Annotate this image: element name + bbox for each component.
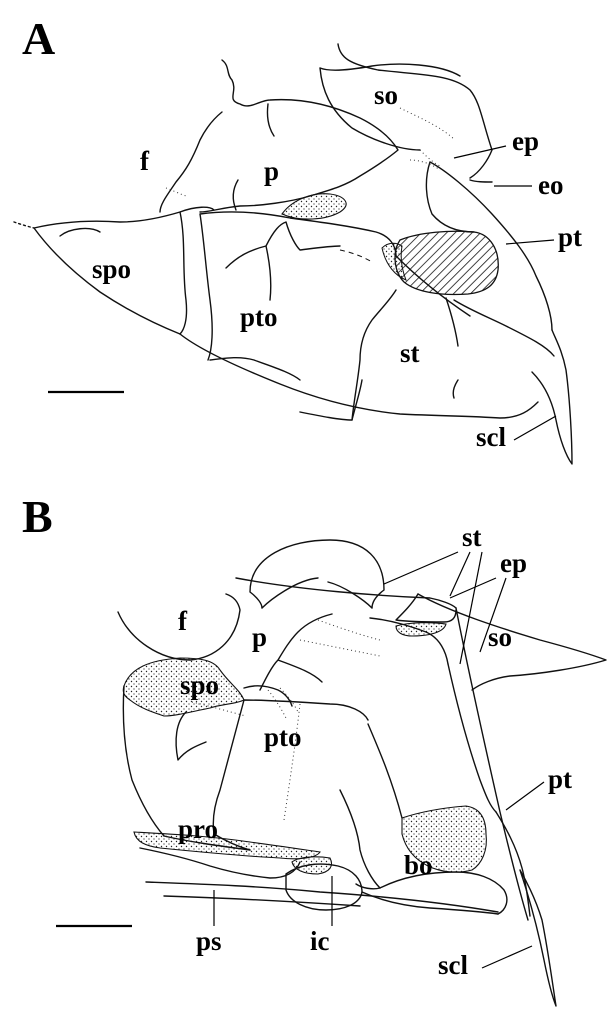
panel-a-letter: A (22, 13, 55, 64)
bone-scl (532, 330, 572, 464)
label-b-ic: ic (310, 926, 330, 956)
panel-b-drawing (118, 540, 606, 1006)
label-a-scl: scl (476, 422, 506, 452)
bone-p-b (260, 614, 332, 690)
label-b-so: so (488, 622, 512, 652)
hatched-area-a (395, 231, 498, 294)
bone-st-b (250, 540, 384, 608)
label-b-p: p (252, 622, 267, 652)
label-b-pt: pt (548, 764, 572, 794)
label-b-bo: bo (404, 850, 433, 880)
label-b-st: st (462, 522, 482, 552)
stipple-a-1 (282, 194, 346, 219)
bone-pto (200, 212, 396, 360)
panel-b: B (22, 491, 606, 1006)
label-b-f: f (178, 606, 188, 636)
label-b-spo: spo (180, 670, 219, 700)
label-a-st: st (400, 338, 420, 368)
stipple-b-lower (134, 832, 320, 859)
label-b-pto: pto (264, 722, 302, 752)
label-a-eo: eo (538, 170, 563, 200)
panel-b-letter: B (22, 491, 53, 542)
label-a-ep: ep (512, 126, 539, 156)
label-b-pro: pro (178, 814, 218, 844)
label-a-p: p (264, 156, 279, 186)
label-a-f: f (140, 146, 150, 176)
label-a-spo: spo (92, 254, 131, 284)
label-b-scl: scl (438, 950, 468, 980)
label-a-pt: pt (558, 222, 582, 252)
label-b-ep: ep (500, 548, 527, 578)
label-a-so: so (374, 80, 398, 110)
label-a-pto: pto (240, 302, 278, 332)
bone-f-outline (160, 112, 222, 212)
label-b-ps: ps (196, 926, 222, 956)
bone-pto-b (213, 700, 368, 834)
bone-scl-b (520, 870, 556, 1006)
panel-a: A (14, 13, 582, 464)
bone-bo-b (380, 872, 507, 914)
